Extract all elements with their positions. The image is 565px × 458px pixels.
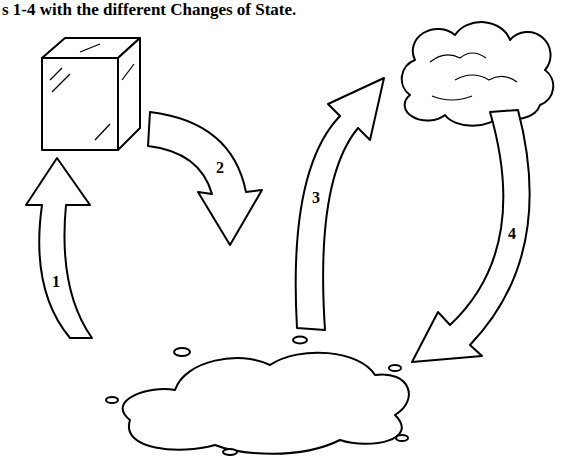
arrow-condensation [412,110,530,362]
heading: s 1-4 with the different Changes of Stat… [2,0,296,20]
callout-number: 4 [508,226,516,242]
arrow-freezing [26,158,92,338]
callout-number: 1 [52,274,60,290]
cloud [402,22,553,126]
water-puddle [106,337,409,456]
ice-cube [42,38,140,150]
callout-number: 2 [216,160,224,176]
arrow-melting [148,112,262,245]
arrow-evaporation [296,78,384,330]
callout-number: 3 [312,190,320,206]
